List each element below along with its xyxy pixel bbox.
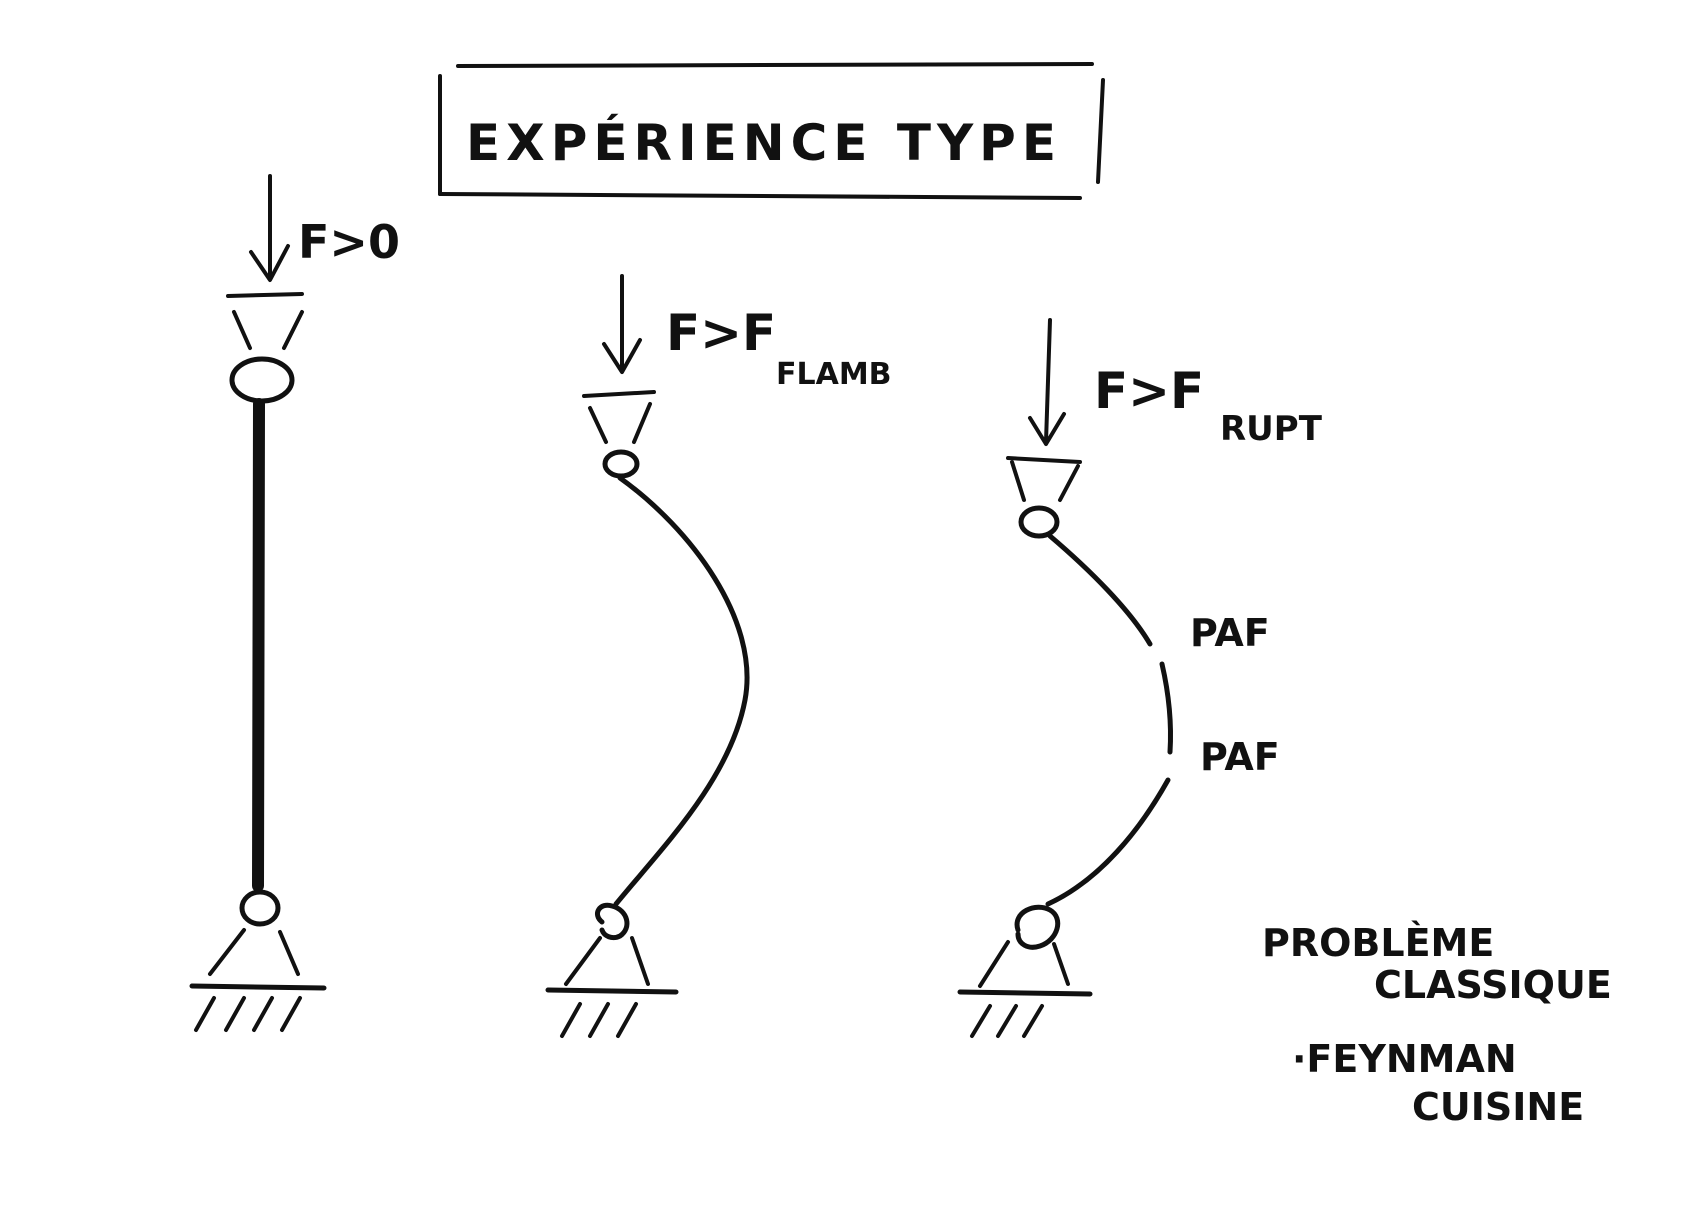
straight-column [252, 398, 265, 892]
column-case-straight: F>0 [189, 174, 400, 1032]
force-label-main: F>F [1094, 362, 1204, 420]
column-case-buckling: F>F FLAMB [545, 274, 892, 1038]
diagram-title: EXPÉRIENCE TYPE [466, 113, 1062, 172]
bottom-pin-support [545, 902, 679, 1038]
column-fragment-lower [1045, 777, 1171, 907]
force-label-subscript: FLAMB [776, 357, 892, 392]
break-sound-lower: PAF [1200, 735, 1280, 779]
top-pin-support [226, 292, 304, 404]
force-label-main: F>0 [298, 215, 400, 269]
force-arrow [602, 274, 642, 374]
column-case-rupture: F>F RUPT PAF PAF [957, 318, 1323, 1038]
note-line-3: ·FEYNMAN [1292, 1037, 1517, 1081]
title-box: EXPÉRIENCE TYPE [438, 62, 1105, 200]
note-line-4: CUISINE [1412, 1085, 1584, 1129]
bottom-pin-support [957, 904, 1093, 1038]
force-arrow [1028, 318, 1066, 446]
force-label-subscript: RUPT [1220, 409, 1323, 449]
bottom-pin-support [189, 889, 327, 1032]
note-line-1: PROBLÈME [1262, 921, 1494, 965]
top-pin-support [1006, 456, 1082, 539]
note-line-2: CLASSIQUE [1374, 963, 1612, 1007]
column-fragment-upper [1047, 533, 1153, 647]
side-notes: PROBLÈME CLASSIQUE ·FEYNMAN CUISINE [1262, 921, 1612, 1129]
force-label-main: F>F [666, 304, 776, 362]
break-sound-upper: PAF [1190, 611, 1270, 655]
top-pin-support [582, 390, 656, 479]
column-fragment-middle [1159, 661, 1174, 755]
force-arrow [249, 174, 290, 282]
buckled-column [613, 475, 750, 907]
